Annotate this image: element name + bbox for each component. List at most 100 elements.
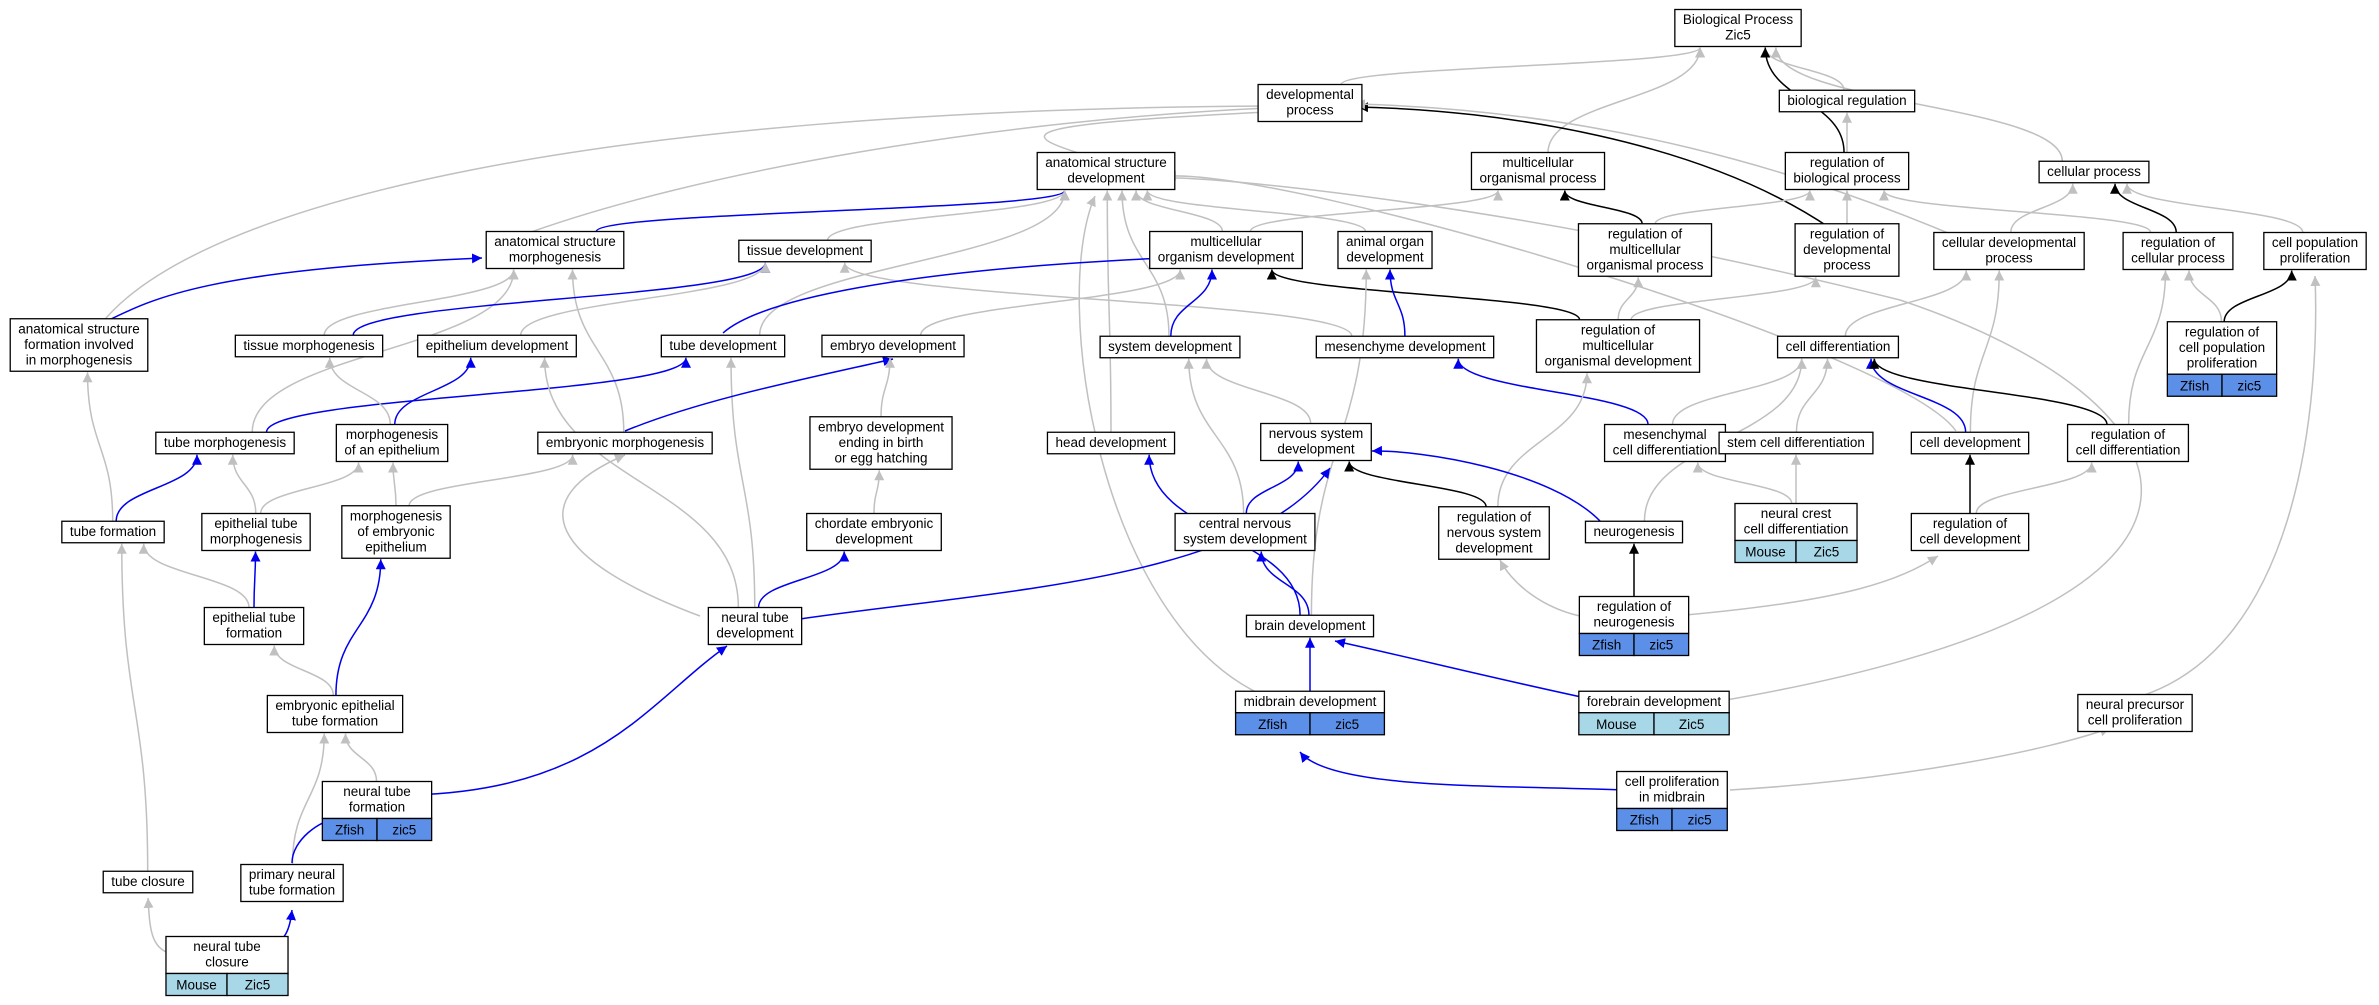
node-label: cellular process: [2047, 164, 2141, 179]
go-term-node-sysdev[interactable]: system development: [1099, 335, 1241, 359]
node-label: process: [1823, 257, 1871, 272]
node-label: cell development: [1919, 435, 2021, 450]
node-box: [809, 416, 953, 470]
is-a-edge: [1692, 462, 1793, 504]
node-label: cell differentiation: [1744, 522, 1849, 537]
go-term-node-tubeclose[interactable]: tube closure: [102, 870, 194, 894]
node-box: [1470, 151, 1606, 191]
node-label: formation: [226, 626, 282, 641]
node-label: formation involved: [24, 337, 134, 352]
go-term-node-epidev[interactable]: epithelium development: [417, 334, 577, 358]
node-label: brain development: [1254, 618, 1365, 633]
go-term-node-tisdev[interactable]: tissue development: [738, 239, 872, 263]
annotation-label: Zic5: [245, 978, 271, 993]
node-label: developmental: [1266, 87, 1354, 102]
node-box: [1245, 614, 1375, 638]
node-label: multicellular: [1609, 242, 1681, 257]
go-term-node-tubedev[interactable]: tube development: [660, 334, 786, 358]
node-label: biological regulation: [1787, 93, 1906, 108]
go-term-node-embdev[interactable]: embryo development: [821, 334, 965, 358]
go-term-node-headdev[interactable]: head development: [1046, 431, 1176, 455]
node-label: regulation of: [2091, 427, 2166, 442]
node-label: embryo development: [818, 419, 944, 434]
node-label: tube formation: [249, 883, 335, 898]
node-box: [1036, 151, 1176, 191]
is-a-edge: [2127, 270, 2171, 425]
go-term-node-cellproc[interactable]: cellular process: [2038, 160, 2150, 184]
part-of-edge: [1371, 445, 1601, 522]
is-a-edge: [1043, 107, 1269, 157]
node-label: process: [1985, 251, 2033, 266]
go-term-node-bioreg[interactable]: biological regulation: [1778, 89, 1916, 113]
node-box: [1718, 431, 1874, 455]
node-box: [203, 606, 305, 646]
go-term-node-stemcd[interactable]: stem cell differentiation: [1718, 431, 1874, 455]
go-term-node-celldev[interactable]: cell development: [1910, 431, 2030, 455]
node-box: [102, 870, 194, 894]
go-term-node-celldiff[interactable]: cell differentiation: [1776, 335, 1900, 359]
is-a-edge: [116, 543, 149, 872]
go-term-node-neurog[interactable]: neurogenesis: [1584, 520, 1684, 544]
part-of-edge: [1170, 269, 1217, 337]
node-label: midbrain development: [1244, 694, 1377, 709]
is-a-edge: [1164, 172, 2143, 701]
is-a-edge: [919, 269, 1186, 336]
go-term-node-tismorph[interactable]: tissue morphogenesis: [234, 334, 384, 358]
go-term-node-tubeform[interactable]: tube formation: [61, 520, 165, 544]
go-term-node-mesdev[interactable]: mesenchyme development: [1315, 335, 1495, 359]
go-term-node-embmorph[interactable]: embryonic morphogenesis: [537, 431, 713, 455]
go-term-node-tubemorph[interactable]: tube morphogenesis: [155, 431, 295, 455]
node-label: formation: [349, 800, 405, 815]
node-label: epithelial tube: [212, 610, 295, 625]
annotation-label: Mouse: [176, 978, 217, 993]
node-box: [1784, 151, 1910, 191]
part-of-edge: [722, 253, 1166, 334]
node-box: [1315, 335, 1495, 359]
node-box: [1535, 319, 1701, 373]
node-box: [1260, 422, 1372, 462]
node-label: development: [1346, 250, 1424, 265]
part-of-edge: [115, 454, 202, 522]
go-term-node-braindev[interactable]: brain development: [1245, 614, 1375, 638]
is-a-edge: [1078, 195, 1263, 696]
